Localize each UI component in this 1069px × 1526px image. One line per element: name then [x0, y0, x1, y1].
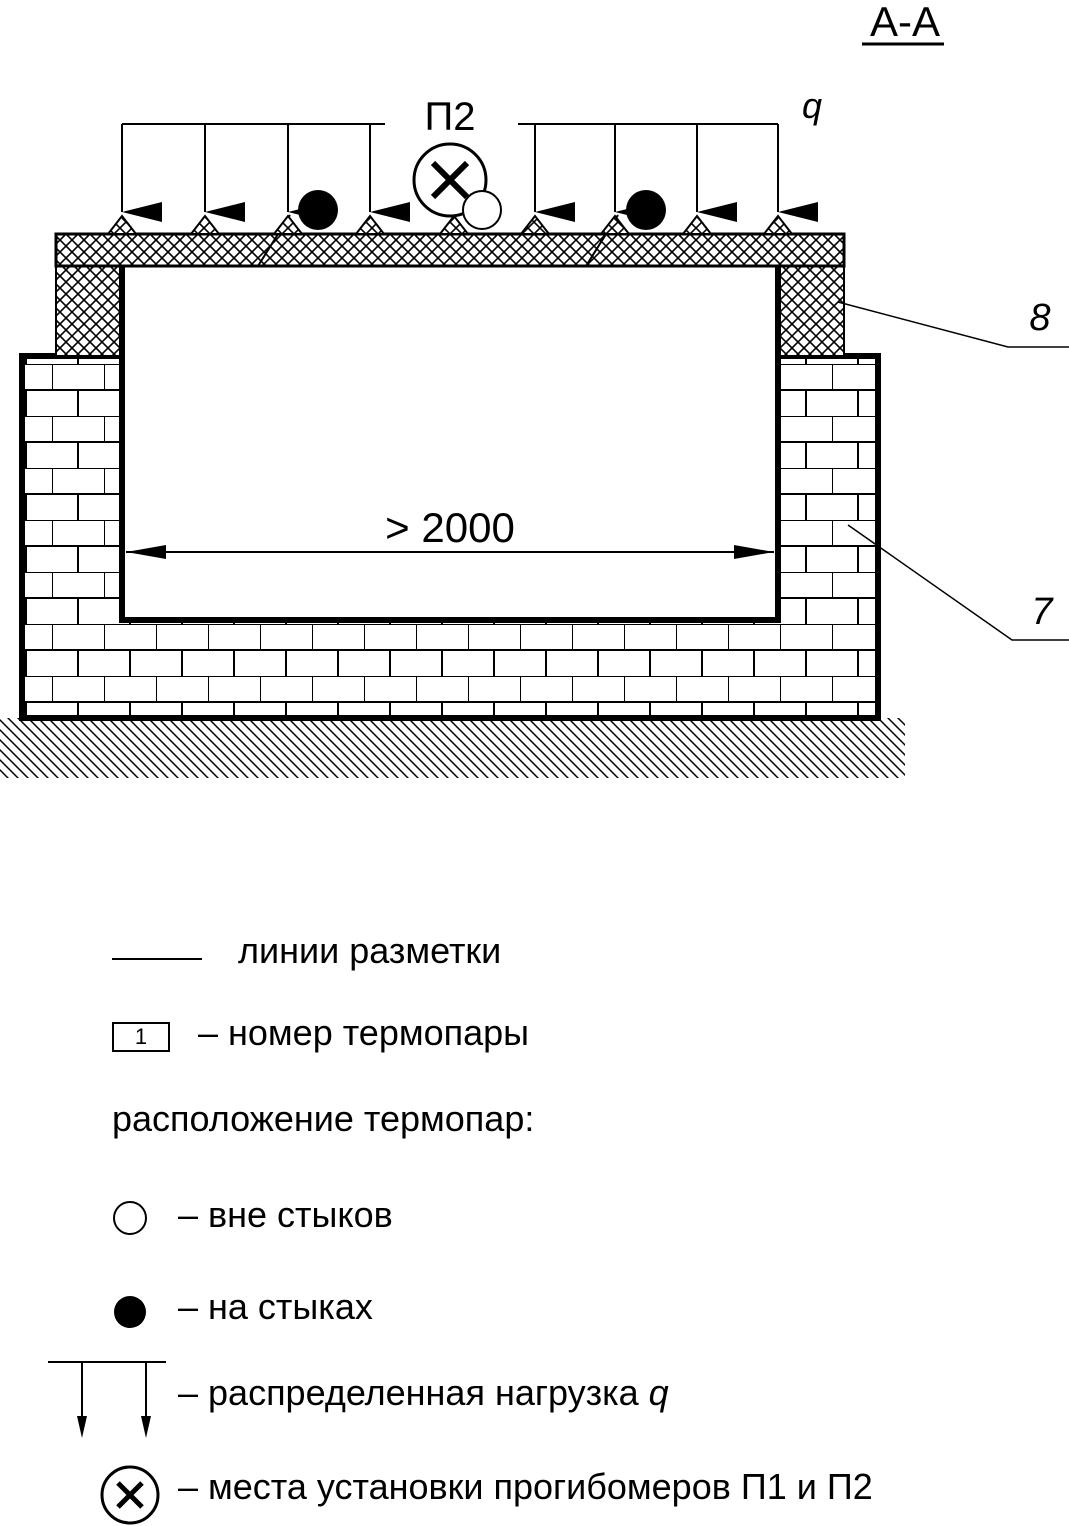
dimension-line [126, 545, 774, 559]
section-title: А-А [870, 0, 940, 45]
slab [54, 232, 846, 268]
legend-outside-joints: – вне стыков [178, 1194, 393, 1235]
section-drawing: А-А q П2 [0, 0, 1069, 778]
frame-support-right [777, 261, 845, 357]
ground [0, 718, 905, 778]
load-arrows [121, 124, 818, 222]
legend-thermocouple-location-heading: расположение термопар: [112, 1098, 535, 1139]
outside-joint-symbol [113, 1201, 147, 1235]
legend-distributed-load-symbol: q [648, 1372, 669, 1413]
distributed-load-symbol [48, 1361, 166, 1438]
callout-leader-frame [837, 301, 1069, 348]
thermocouple-number-box-value: 1 [134, 1024, 148, 1049]
legend-at-joints: – на стыках [178, 1286, 373, 1327]
legend-marking-lines: линии разметки [238, 930, 502, 971]
callout-frame: 8 [1029, 297, 1050, 339]
load-label: q [802, 85, 822, 126]
legend-thermocouple-number: – номер термопары [198, 1012, 530, 1053]
at-joint-symbol [114, 1296, 146, 1328]
thermocouple-number-box: 1 [112, 1022, 170, 1052]
gauge-symbol-icon [100, 1465, 160, 1525]
thermocouple-at-joint [626, 190, 666, 230]
frame-support-left [55, 261, 123, 357]
thermocouple-at-joint [298, 190, 338, 230]
gauge-label: П2 [425, 95, 476, 139]
legend-gauge-positions: – места установки прогибомеров П1 и П2 [178, 1466, 873, 1507]
marking-line-symbol [112, 958, 202, 960]
thermocouple-outside-joint [462, 190, 502, 230]
legend-distributed-load-text: – распределенная нагрузка [178, 1372, 649, 1413]
legend-distributed-load: – распределенная нагрузка q [178, 1372, 669, 1414]
callout-wall: 7 [1031, 591, 1054, 633]
callout-leader-wall [847, 524, 1069, 641]
dimension-text: > 2000 [385, 504, 515, 551]
load-pads [105, 214, 795, 235]
